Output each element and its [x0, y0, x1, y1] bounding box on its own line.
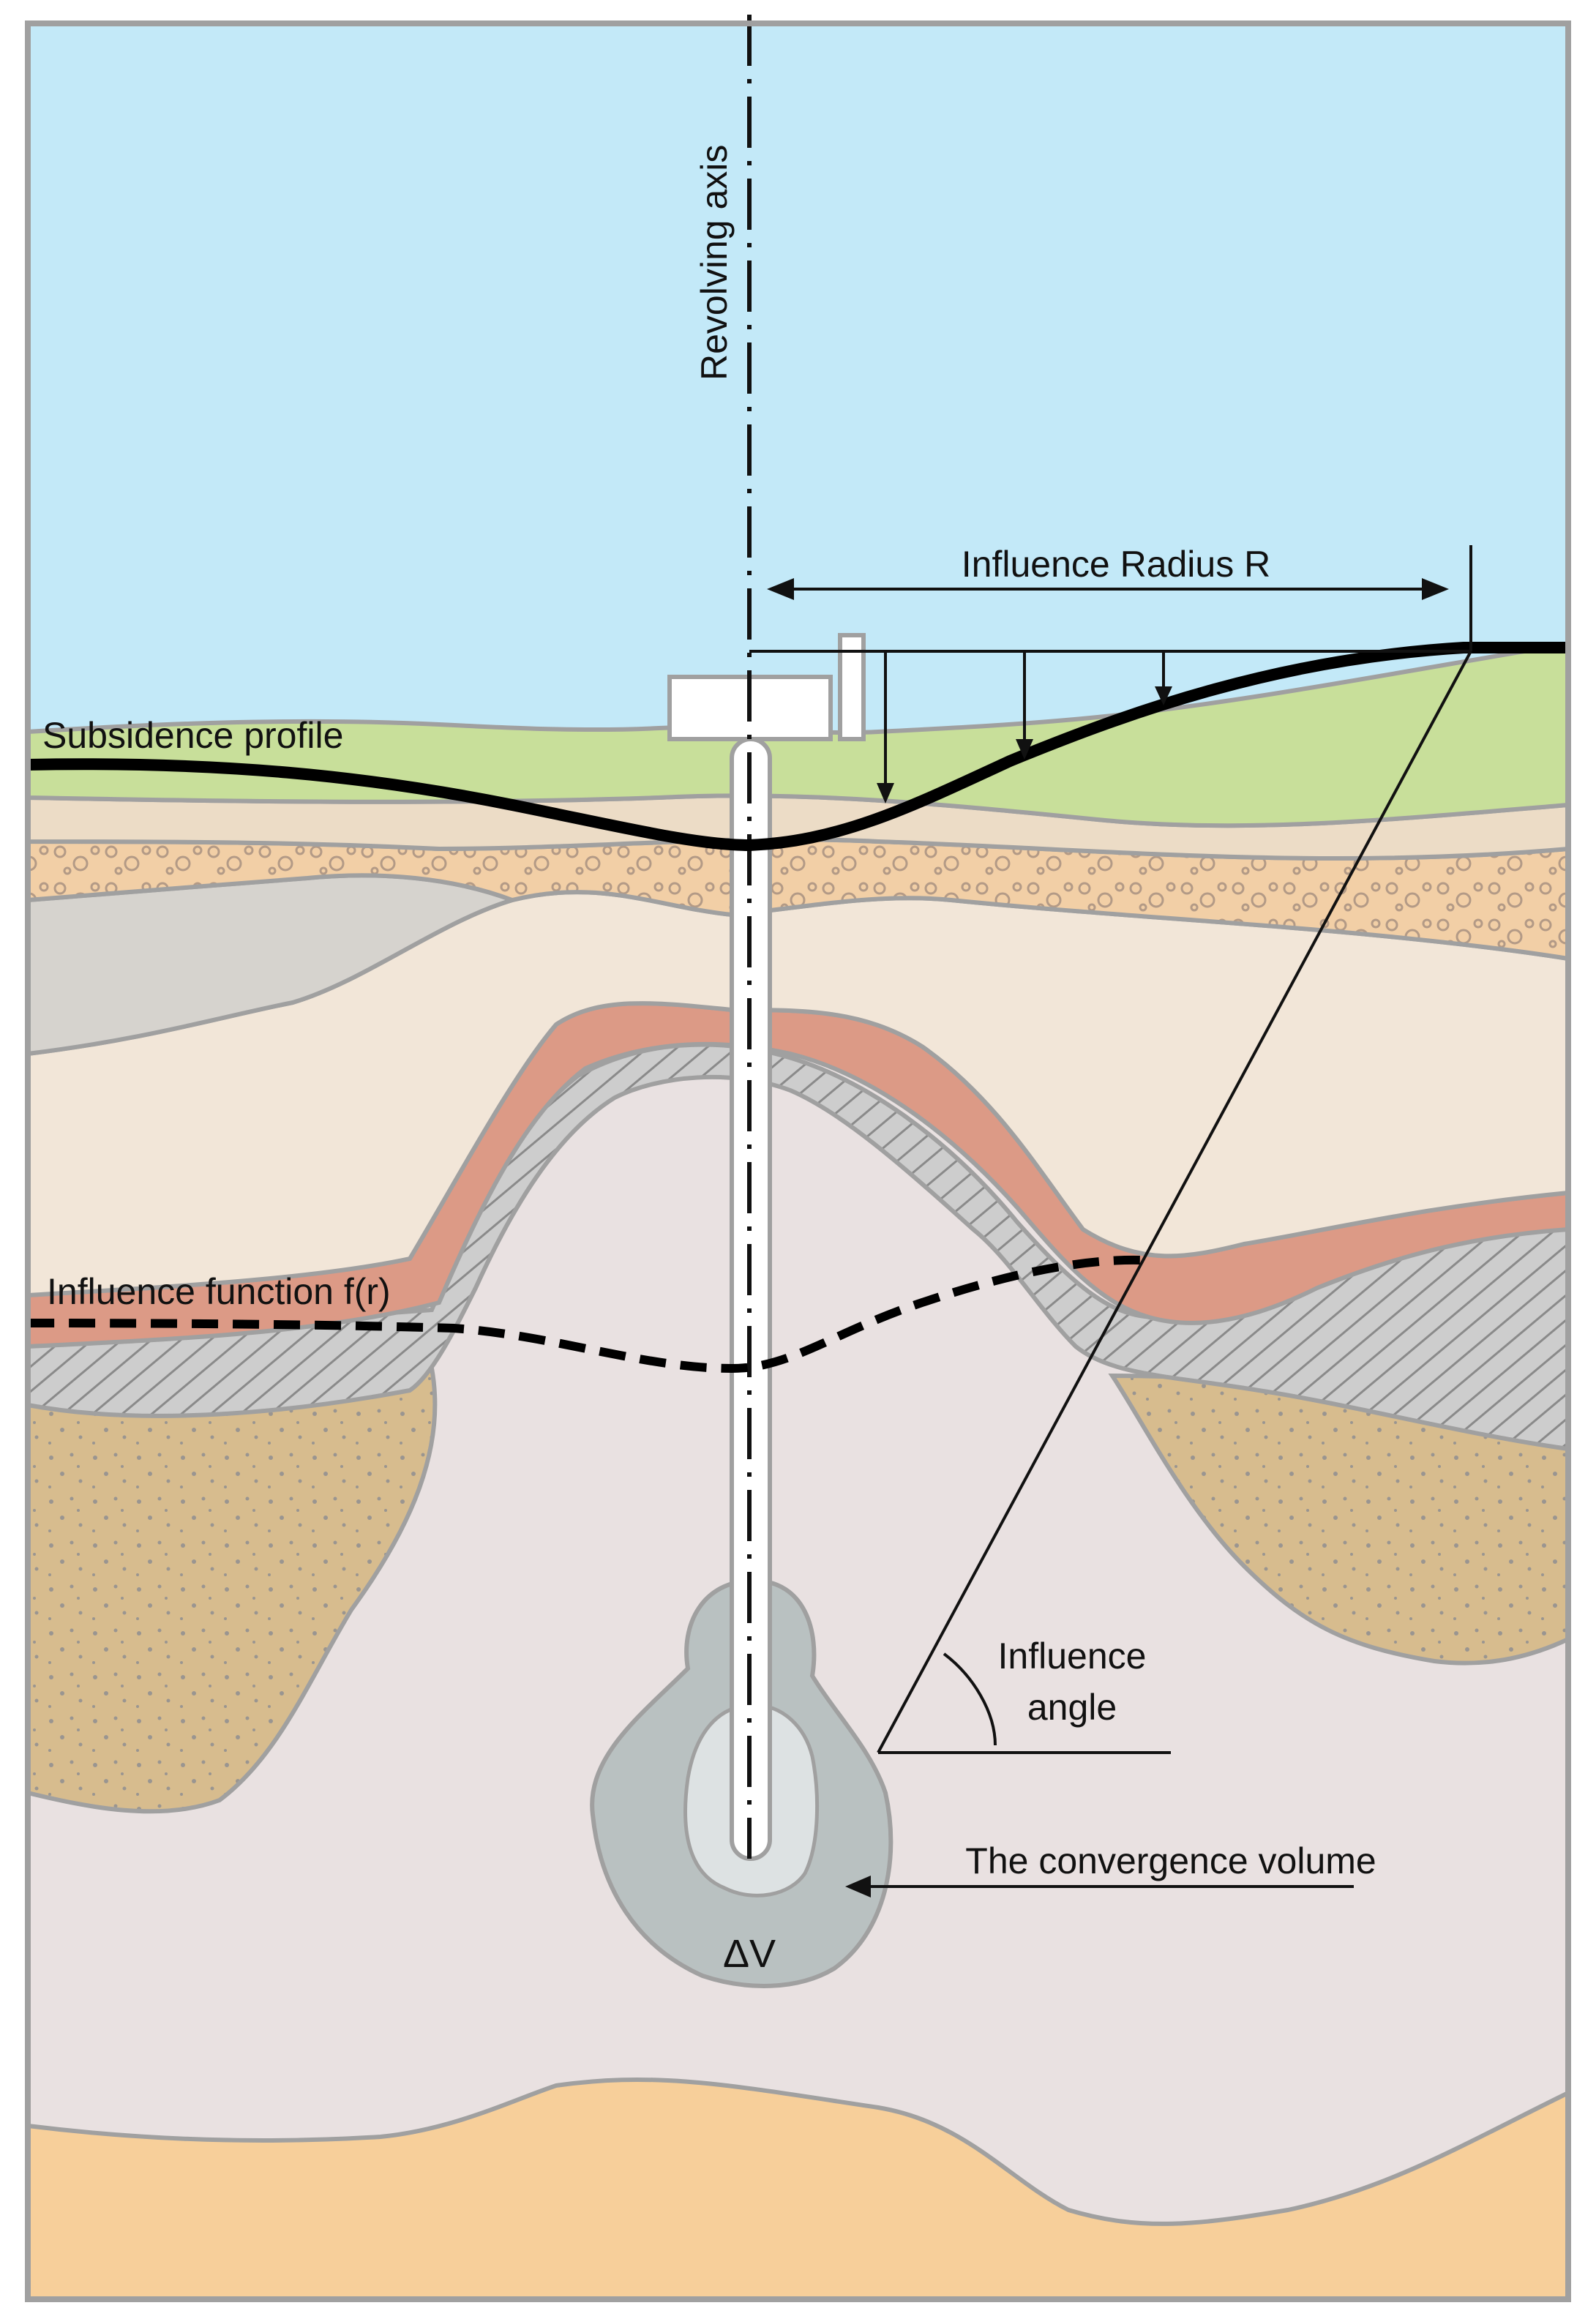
influence-angle-label-line2: angle	[1027, 1687, 1117, 1728]
influence-radius-arrowhead-left	[767, 578, 794, 600]
sand-layer-left	[26, 1365, 438, 1814]
convergence-volume-label: The convergence volume	[965, 1840, 1376, 1881]
influence-radius-arrowhead-right	[1422, 578, 1449, 600]
subsidence-profile-curve	[27, 642, 1568, 852]
influence-radius-label: Influence Radius R	[962, 544, 1270, 585]
influence-angle-arc	[943, 1652, 997, 1746]
influence-angle-line	[877, 651, 1472, 1753]
influence-angle-label-line1: Influence	[998, 1636, 1147, 1677]
subsidence-arrowhead-1	[877, 783, 894, 803]
hatched-layer	[26, 1042, 1570, 1452]
influence-function-label: Influence function f(r)	[47, 1271, 391, 1312]
revolving-axis-label: Revolving axis	[694, 145, 735, 381]
convergence-arrowhead	[845, 1876, 871, 1897]
subsidence-arrowhead-3	[1155, 686, 1172, 705]
bottom-layer	[26, 2077, 1570, 2301]
delta-v-label: ΔV	[723, 1932, 776, 1976]
subsidence-profile-label: Subsidence profile	[42, 715, 343, 756]
frame-border	[25, 20, 1571, 2302]
subsidence-arrowhead-2	[1016, 739, 1033, 760]
